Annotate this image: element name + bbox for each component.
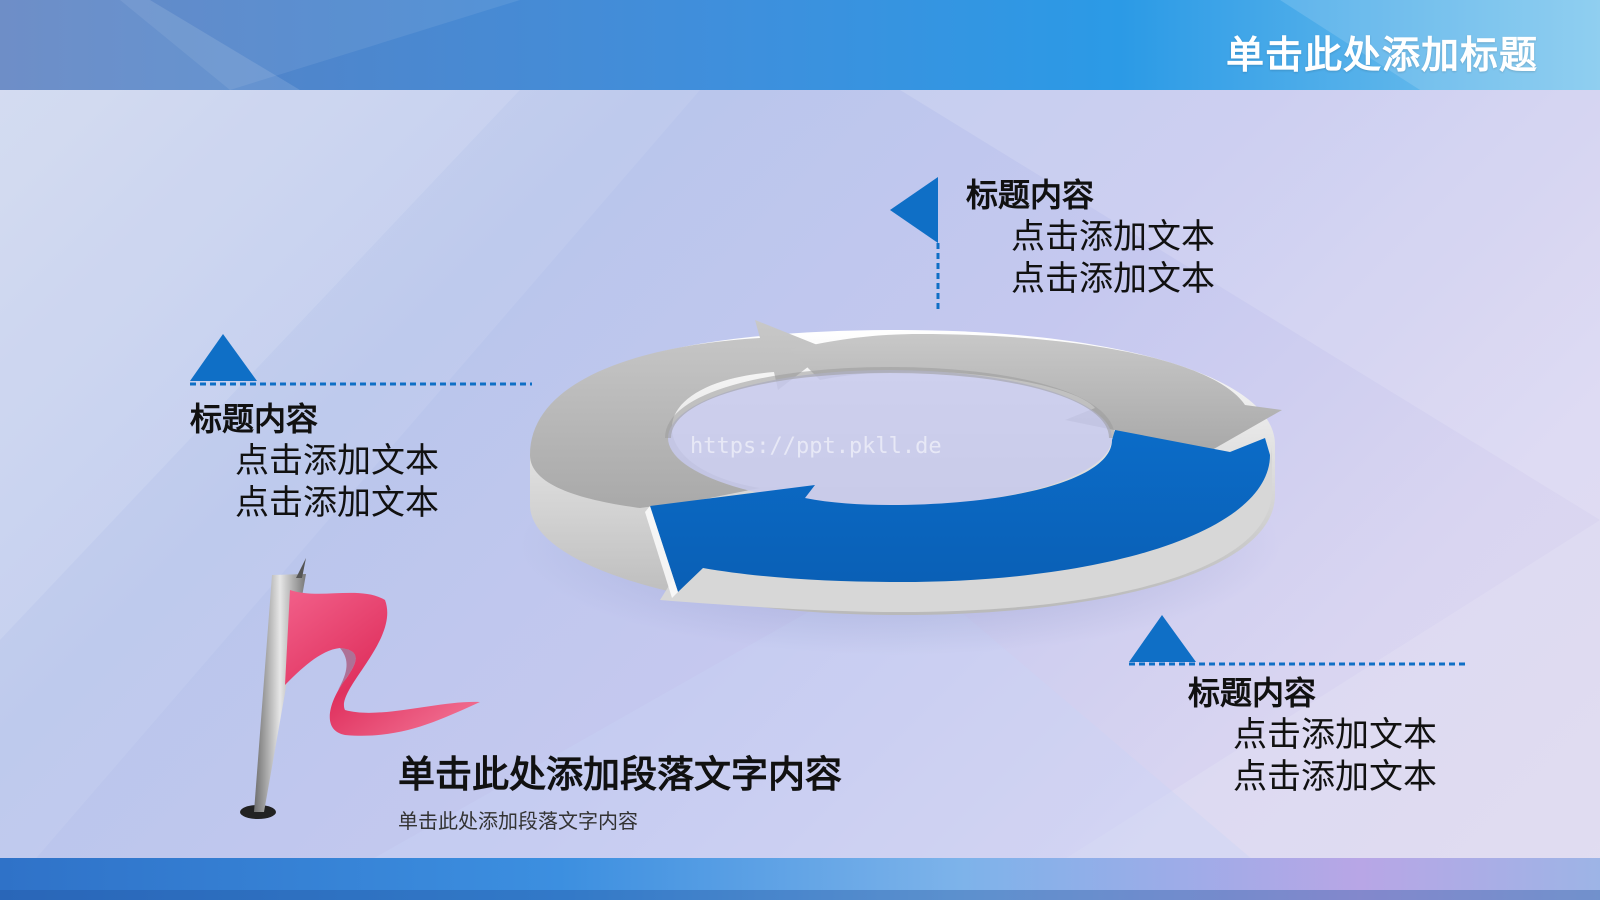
triangle-marker-icon	[1129, 615, 1196, 662]
paragraph-title[interactable]: 单击此处添加段落文字内容	[398, 753, 842, 796]
block-text-line[interactable]: 点击添加文本	[235, 441, 439, 481]
block-title[interactable]: 标题内容	[966, 176, 1095, 214]
footer-edge	[0, 890, 1600, 900]
content-block-top: 标题内容 点击添加文本 点击添加文本	[966, 174, 1215, 300]
block-text-line[interactable]: 点击添加文本	[1233, 757, 1437, 797]
footer-bar	[0, 858, 1600, 900]
paragraph-subtitle[interactable]: 单击此处添加段落文字内容	[398, 809, 638, 833]
block-text-line[interactable]: 点击添加文本	[1011, 217, 1215, 257]
triangle-marker-icon	[190, 334, 257, 381]
flag-icon	[240, 558, 480, 819]
block-title[interactable]: 标题内容	[1188, 674, 1317, 712]
top-marker	[890, 177, 940, 310]
block-text-line[interactable]: 点击添加文本	[235, 483, 439, 523]
watermark: https://ppt.pkll.de	[690, 434, 942, 459]
header-bar: 单击此处添加标题	[0, 0, 1600, 90]
block-text-line[interactable]: 点击添加文本	[1011, 259, 1215, 299]
right-marker	[1129, 615, 1465, 666]
block-text-line[interactable]: 点击添加文本	[1233, 715, 1437, 755]
triangle-marker-icon	[890, 177, 938, 243]
header-facets	[0, 0, 1600, 90]
page-title[interactable]: 单击此处添加标题	[1225, 33, 1538, 77]
content-block-left: 标题内容 点击添加文本 点击添加文本	[190, 398, 439, 524]
block-title[interactable]: 标题内容	[190, 400, 319, 438]
content-block-right: 标题内容 点击添加文本 点击添加文本	[1188, 672, 1437, 798]
cycle-arrows-icon	[530, 320, 1282, 615]
left-marker	[190, 334, 532, 386]
